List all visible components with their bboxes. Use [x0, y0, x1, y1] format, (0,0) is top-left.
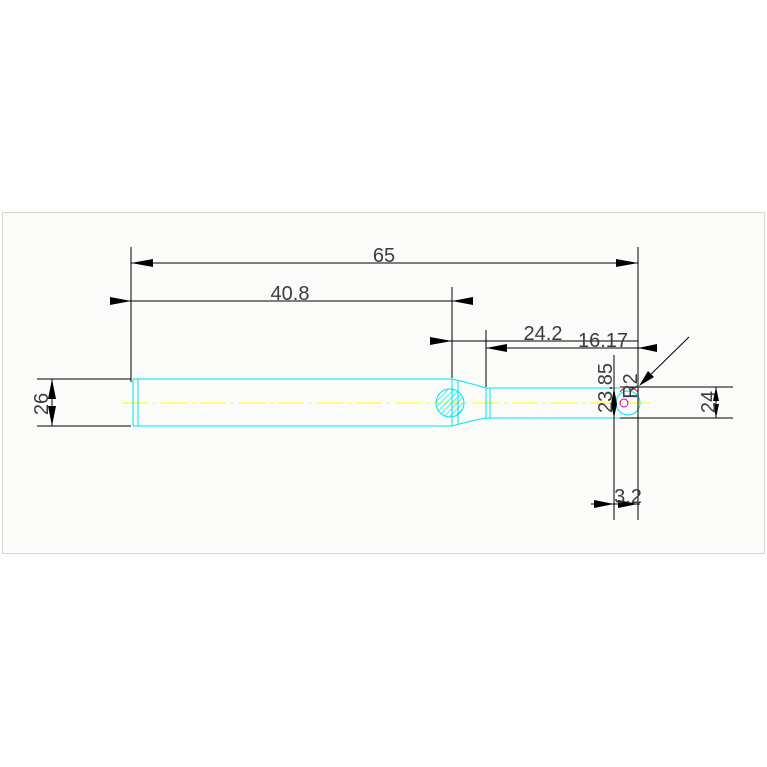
arrow-overall-left: [131, 259, 153, 267]
arrow-vertical-ref-top: [611, 388, 617, 404]
part-outline: [132, 378, 641, 427]
label-right-diameter: 24: [698, 391, 720, 413]
arrow-left-diameter-bottom: [48, 406, 56, 426]
arrow-end-width-right: [618, 500, 638, 508]
ball-center-mark: [619, 398, 629, 408]
label-radius: R2: [620, 373, 642, 399]
arrow-offset-right: [638, 344, 657, 352]
dimension-annotations: [37, 247, 733, 520]
arrow-offset-left: [486, 344, 507, 352]
section-circle: [435, 388, 465, 418]
arrow-shank-right: [452, 297, 473, 305]
label-neck: 24.2: [524, 323, 563, 345]
radius-leader-arrow: [639, 371, 654, 386]
label-vertical-ref: 23.85: [595, 363, 617, 413]
label-shank: 40.8: [271, 283, 310, 305]
label-left-diameter: 26: [31, 393, 53, 415]
arrow-shank-left: [110, 297, 131, 305]
taper-top-edge: [451, 378, 487, 389]
label-offset: 16.17: [578, 330, 628, 352]
arrow-right-diameter-top: [713, 387, 719, 401]
label-overall: 65: [373, 245, 395, 267]
arrow-vertical-ref-bottom: [611, 404, 617, 418]
arrow-overall-right: [616, 259, 638, 267]
arrow-right-diameter-bottom: [713, 404, 719, 418]
arrow-neck-left: [430, 337, 452, 345]
label-end-width: 3.2: [614, 486, 642, 508]
arrow-left-diameter-top: [48, 379, 56, 399]
taper-bottom-edge: [451, 417, 487, 427]
arrow-end-width-left: [594, 500, 614, 508]
